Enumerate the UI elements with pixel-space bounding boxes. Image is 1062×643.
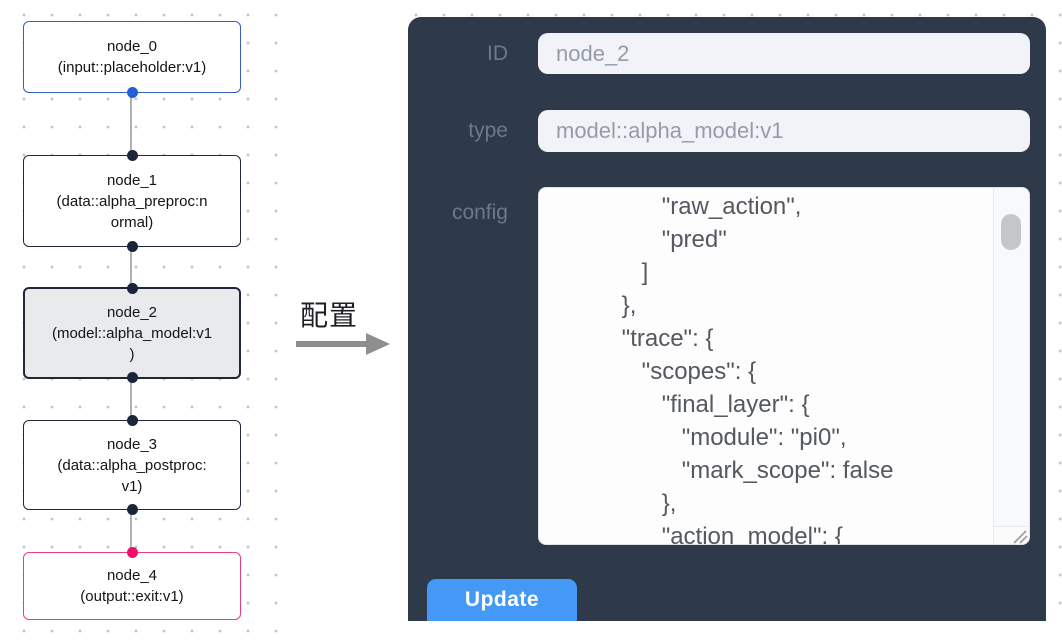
flow-node-node_0[interactable]: node_0 (input::placeholder:v1) bbox=[23, 21, 241, 98]
id-field-label: ID bbox=[487, 42, 508, 65]
edge-node3-node4 bbox=[130, 510, 132, 554]
flow-node-node_2-selected[interactable]: node_2 (model::alpha_model:v1 ) bbox=[23, 283, 241, 383]
node-label: node_0 (input::placeholder:v1) bbox=[57, 38, 207, 76]
config-annotation: 配置 bbox=[293, 300, 397, 362]
resize-grip-icon bbox=[1013, 530, 1028, 544]
config-json-text: "raw_action", "pred" ] }, "trace": { "sc… bbox=[621, 193, 894, 544]
type-input[interactable] bbox=[538, 110, 1030, 152]
node-label: node_4 (output::exit:v1) bbox=[80, 567, 184, 605]
config-scrollbar[interactable] bbox=[993, 188, 1029, 526]
update-button[interactable]: Update bbox=[427, 579, 577, 621]
output-port[interactable] bbox=[126, 372, 138, 383]
input-port[interactable] bbox=[126, 547, 138, 558]
config-textarea[interactable]: "raw_action", "pred" ] }, "trace": { "sc… bbox=[538, 187, 1030, 545]
right-arrow-icon bbox=[296, 333, 390, 355]
edge-node1-node2 bbox=[130, 247, 132, 289]
flow-node-node_4[interactable]: node_4 (output::exit:v1) bbox=[23, 547, 241, 620]
config-annotation-label: 配置 bbox=[300, 300, 359, 331]
output-port[interactable] bbox=[126, 241, 138, 252]
flow-node-node_1[interactable]: node_1 (data::alpha_preproc:n ormal) bbox=[23, 150, 241, 252]
node-label: node_1 (data::alpha_preproc:n ormal) bbox=[56, 171, 208, 231]
output-port[interactable] bbox=[126, 87, 138, 98]
node-label: node_3 (data::alpha_postproc: v1) bbox=[57, 435, 207, 495]
edge-node0-node1 bbox=[130, 93, 132, 157]
config-scrollbar-thumb[interactable] bbox=[1001, 214, 1021, 250]
node-label: node_2 (model::alpha_model:v1 ) bbox=[51, 303, 213, 363]
edge-node2-node3 bbox=[130, 379, 132, 422]
node-config-panel: ID type config "raw_action", "pred" ] },… bbox=[408, 17, 1046, 621]
textarea-resize-handle[interactable] bbox=[993, 526, 1029, 544]
config-field-label: config bbox=[451, 201, 508, 224]
input-port[interactable] bbox=[126, 283, 138, 294]
id-input[interactable] bbox=[538, 33, 1030, 74]
input-port[interactable] bbox=[126, 415, 138, 426]
flow-node-node_3[interactable]: node_3 (data::alpha_postproc: v1) bbox=[23, 415, 241, 515]
output-port[interactable] bbox=[126, 504, 138, 515]
type-field-label: type bbox=[468, 119, 508, 142]
input-port[interactable] bbox=[126, 150, 138, 161]
flow-canvas[interactable]: node_0 (input::placeholder:v1) node_1 (d… bbox=[0, 0, 282, 643]
